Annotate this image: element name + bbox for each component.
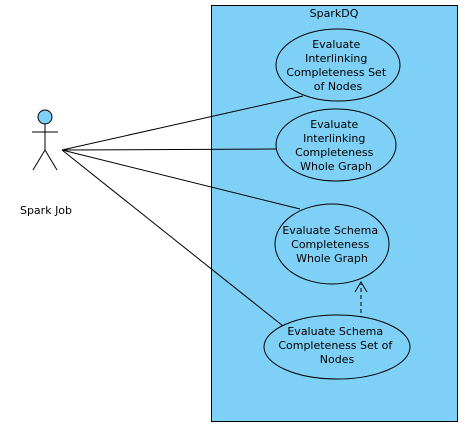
- use-case-label-line: Interlinking: [303, 132, 365, 145]
- association-line-interlinking-whole: [61, 148, 278, 151]
- use-case-label-line: Completeness Set of: [278, 339, 393, 352]
- use-case-label-line: Completeness Set: [286, 66, 386, 79]
- svg-text:Evaluate Schema Complete: Evaluate Schema Completeness Whole Graph: [282, 224, 381, 265]
- actor-right-leg: [44, 149, 58, 171]
- actor-spark-job[interactable]: Spark Job: [20, 109, 72, 217]
- association-line-schema-set: [61, 149, 284, 327]
- use-case-interlinking-set[interactable]: Evaluate Interlinking Completeness Set o…: [275, 28, 401, 102]
- use-case-interlinking-whole[interactable]: Evaluate Interlinking Completeness Whole…: [275, 108, 397, 182]
- use-case-label-line: Completeness: [291, 238, 369, 251]
- actor-head: [37, 109, 53, 125]
- use-case-label-line: Whole Graph: [300, 160, 372, 173]
- dependency-arrowhead: [354, 281, 368, 293]
- use-case-label-line: Interlinking: [305, 52, 367, 65]
- svg-text:Evaluate Interlinking: Evaluate Interlinking Completeness Whole…: [295, 118, 377, 173]
- use-case-ellipse: [275, 108, 397, 182]
- svg-text:Evaluate Interlinking: Evaluate Interlinking Completeness Set o…: [286, 38, 389, 93]
- use-case-label-line: Evaluate: [310, 118, 358, 131]
- use-case-label-line: Evaluate Schema: [282, 224, 378, 237]
- svg-text:Evaluate Schema Complete: Evaluate Schema Completeness Set of Node…: [278, 325, 395, 366]
- use-case-ellipse: [263, 314, 411, 380]
- use-case-label-line: of Nodes: [314, 80, 363, 93]
- system-name: SparkDQ: [310, 7, 359, 20]
- use-case-schema-set[interactable]: Evaluate Schema Completeness Set of Node…: [263, 314, 411, 380]
- use-case-label-line: Nodes: [320, 353, 355, 366]
- use-case-label-line: Whole Graph: [296, 252, 368, 265]
- actor-left-leg: [32, 149, 46, 171]
- actor-name: Spark Job: [20, 204, 72, 217]
- association-line-interlinking-set: [61, 95, 304, 151]
- use-case-label-line: Evaluate Schema: [287, 325, 383, 338]
- use-case-ellipse: [275, 28, 401, 102]
- use-case-label-line: Evaluate: [312, 38, 360, 51]
- use-case-label-line: Completeness: [295, 146, 373, 159]
- use-case-ellipse: [274, 203, 390, 285]
- use-case-schema-whole[interactable]: Evaluate Schema Completeness Whole Graph: [274, 203, 390, 285]
- association-line-schema-whole: [61, 149, 301, 210]
